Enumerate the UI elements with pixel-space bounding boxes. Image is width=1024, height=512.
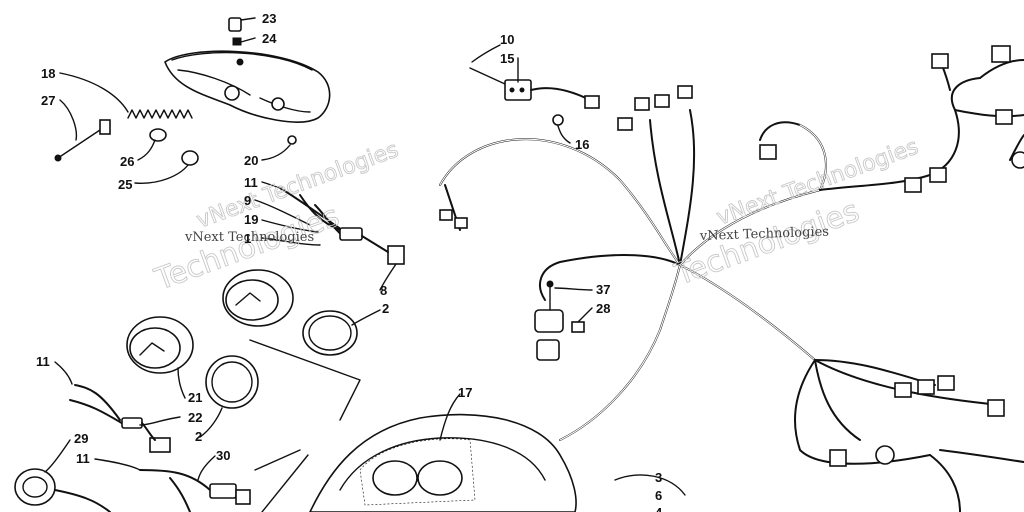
bulb-socket-25 (181, 150, 199, 166)
callout-8: 8 (380, 283, 387, 298)
callout-27: 27 (41, 93, 55, 108)
callout-25: 25 (118, 177, 132, 192)
main-wiring-harness (439, 57, 1024, 512)
callout-30: 30 (216, 448, 230, 463)
callout-17: 17 (458, 385, 472, 400)
dash-panel (309, 413, 577, 512)
connector-22 (149, 437, 171, 453)
speedometer-gauge (126, 316, 194, 374)
adjuster-bolt (57, 129, 101, 159)
callout-3: 3 (655, 470, 662, 485)
callout-2-lower: 2 (195, 429, 202, 444)
watermark-small-right: vNext Technologies (699, 224, 830, 244)
callout-23: 23 (262, 11, 276, 26)
connector-8 (387, 245, 405, 265)
callout-24: 24 (262, 31, 277, 46)
callout-10: 10 (500, 32, 514, 47)
grommet-26 (149, 128, 167, 142)
callout-22: 22 (188, 410, 202, 425)
callout-2-upper: 2 (382, 301, 389, 316)
callout-29: 29 (74, 431, 88, 446)
callout-37: 37 (596, 282, 610, 297)
callout-labels: 23 24 18 27 26 25 20 11 9 19 1 8 2 11 21… (36, 11, 663, 512)
callout-26: 26 (120, 154, 134, 169)
callout-16: 16 (575, 137, 589, 152)
watermark-small-left: vNext Technologies (184, 230, 314, 245)
gauge-ring-2b (205, 355, 259, 409)
bulb-20 (287, 135, 297, 145)
screw-24 (232, 37, 242, 46)
callout-19: 19 (244, 212, 258, 227)
tachometer-gauge (222, 269, 294, 327)
callout-11-lower: 11 (76, 451, 90, 466)
callout-28: 28 (596, 301, 610, 316)
callout-11-left: 11 (36, 354, 50, 369)
callout-9: 9 (244, 193, 251, 208)
callout-18: 18 (41, 66, 55, 81)
leader-lines (44, 17, 593, 481)
headlight-assembly (164, 50, 331, 123)
callout-21: 21 (188, 390, 202, 405)
harness-connectors (439, 45, 1024, 496)
bracket (99, 119, 111, 135)
adjuster-spring (127, 109, 193, 119)
clip-23 (228, 17, 242, 32)
indicator-29 (14, 468, 56, 506)
callout-11-upper: 11 (244, 175, 258, 190)
gauge-ring-2 (302, 310, 358, 356)
callout-1: 1 (244, 231, 251, 246)
callout-20: 20 (244, 153, 258, 168)
callout-4: 4 (655, 505, 663, 512)
callout-15: 15 (500, 51, 514, 66)
callout-6: 6 (655, 488, 662, 503)
